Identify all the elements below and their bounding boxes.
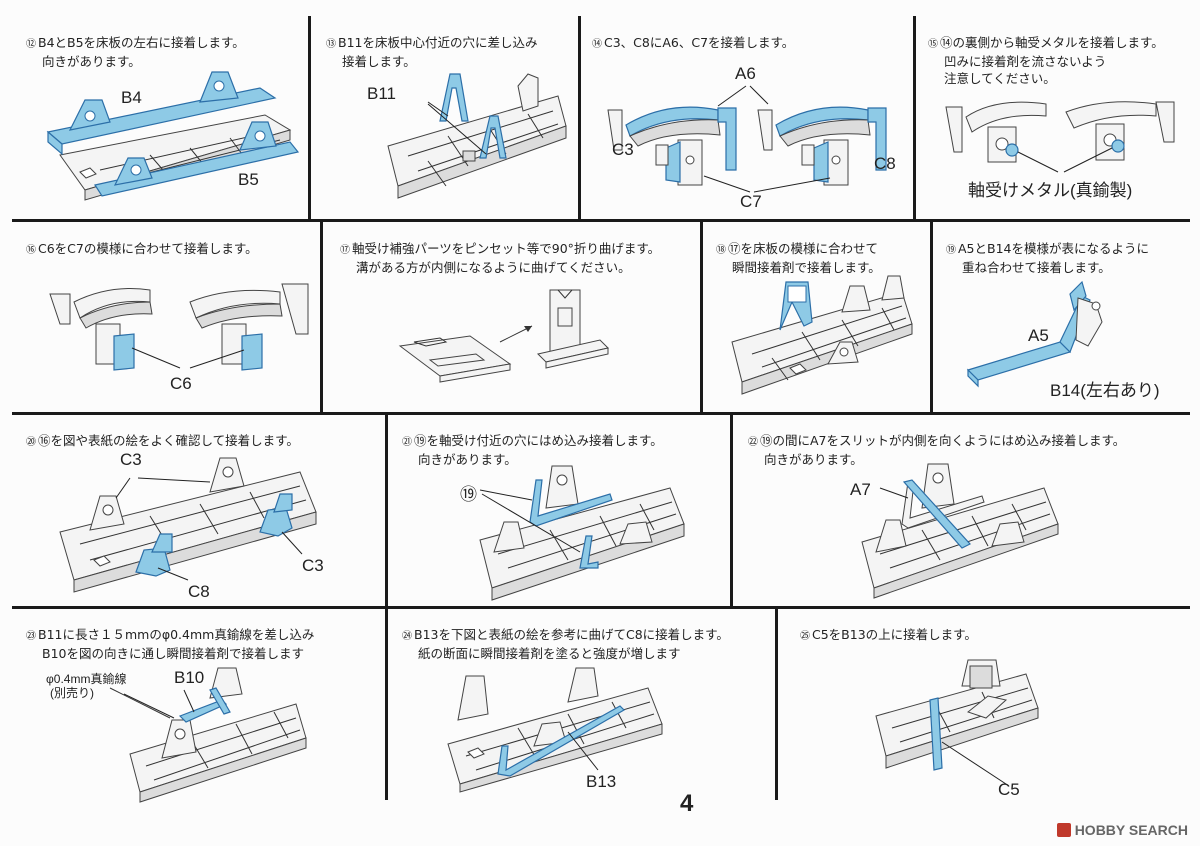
step-17-illustration: [398, 289, 609, 383]
row-divider-1: [12, 219, 1190, 222]
label-c3-top: C3: [120, 450, 142, 469]
label-c7: C7: [740, 192, 762, 211]
col-divider: [320, 222, 323, 412]
label-b14: B14(左右あり): [1050, 381, 1160, 400]
label-b5: B5: [238, 170, 259, 189]
step-21-illustration: [479, 465, 685, 601]
label-b13: B13: [586, 772, 617, 791]
col-divider: [730, 415, 733, 606]
label-b4: B4: [121, 88, 142, 107]
row-divider-2: [12, 412, 1190, 415]
col-divider: [578, 16, 581, 219]
label-c3: C3: [612, 140, 634, 159]
label-sold-separately: (別売り): [50, 686, 94, 700]
col-divider: [385, 415, 388, 606]
page-number: 4: [680, 790, 694, 817]
step-19-illustration: [966, 280, 1103, 388]
row-divider-3: [12, 606, 1190, 609]
label-brass-wire: φ0.4mm真鍮線: [46, 672, 127, 686]
label-step19-ref: ⑲: [460, 485, 477, 504]
label-c8: C8: [874, 154, 896, 173]
label-b10: B10: [174, 668, 205, 687]
col-divider: [700, 222, 703, 412]
label-c8: C8: [188, 582, 210, 601]
label-c6: C6: [170, 374, 192, 393]
step-14-illustration: [607, 85, 887, 193]
step-23-illustration: [109, 667, 307, 803]
label-b11: B11: [367, 84, 396, 103]
step-24-illustration: [447, 667, 663, 793]
col-divider: [308, 16, 311, 219]
label-bearing-metal: 軸受けメタル(真鍮製): [968, 181, 1133, 200]
col-divider: [775, 609, 778, 800]
col-divider: [913, 16, 916, 219]
label-c5: C5: [998, 780, 1020, 799]
watermark-logo-icon: [1056, 823, 1071, 837]
step-12-illustration: [46, 71, 300, 201]
label-a7: A7: [850, 480, 871, 499]
step-13-illustration: [387, 73, 567, 199]
label-c3-right: C3: [302, 556, 324, 575]
step-25-illustration: [875, 659, 1039, 785]
watermark: HOBBY SEARCH: [1056, 822, 1188, 838]
step-15-illustration: [945, 101, 1175, 173]
label-a5: A5: [1028, 326, 1049, 345]
col-divider: [930, 222, 933, 412]
col-divider: [385, 609, 388, 800]
step-22-illustration: [861, 463, 1059, 599]
label-a6: A6: [735, 64, 756, 83]
b11-leader-lines: [427, 101, 487, 155]
step-16-illustration: [49, 283, 309, 371]
step-18-illustration: [731, 275, 913, 395]
step-20-illustration: [59, 457, 317, 593]
